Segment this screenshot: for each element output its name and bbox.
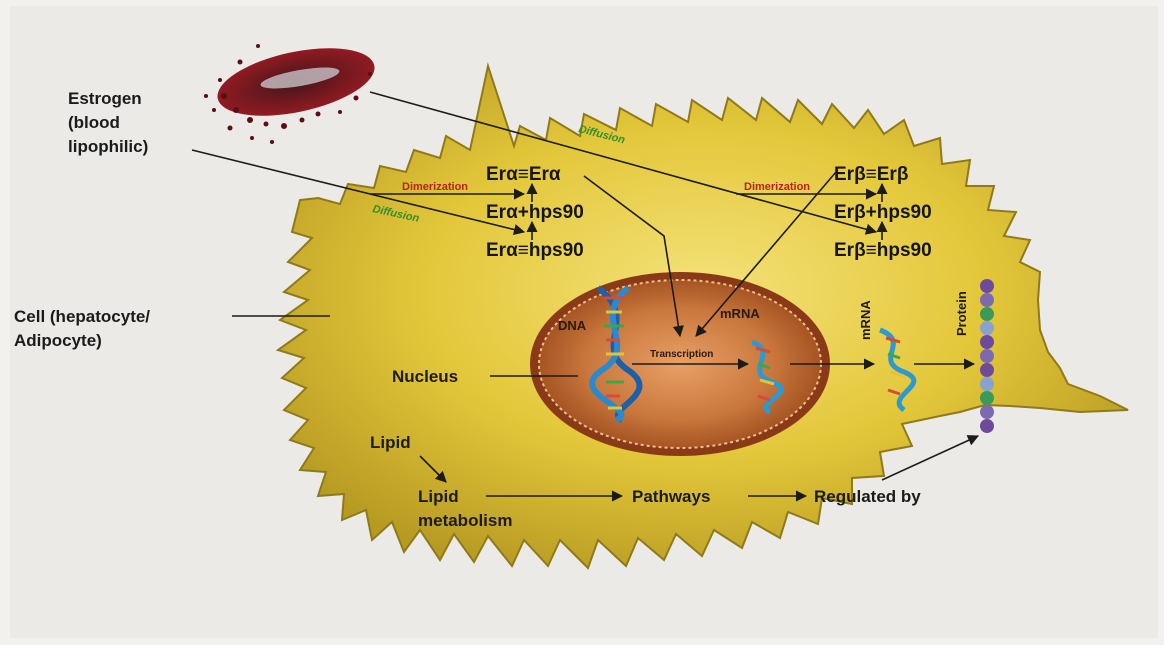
protein-chain-icon <box>980 279 994 433</box>
regulated-by-label: Regulated by <box>814 487 921 506</box>
mrna-cytoplasm-label: mRNA <box>858 300 873 340</box>
alpha-dimerization-label: Dimerization <box>402 181 468 193</box>
er-beta-hsp-complex: Erβ+hps90 <box>834 202 932 223</box>
er-alpha-hsp-complex: Erα+hps90 <box>486 202 584 223</box>
lipid-label: Lipid <box>370 433 411 452</box>
dna-label: DNA <box>558 318 587 333</box>
cell-label-line2: Adipocyte) <box>14 331 102 350</box>
estrogen-label-line2: (blood <box>68 113 120 132</box>
er-alpha-bound: Erα≡hps90 <box>486 240 584 261</box>
er-alpha-dimer: Erα≡Erα <box>486 164 561 185</box>
pathways-label: Pathways <box>632 487 710 506</box>
beta-dimerization-label: Dimerization <box>744 181 810 193</box>
estrogen-label-line3: lipophilic) <box>68 137 148 156</box>
er-beta-bound: Erβ≡hps90 <box>834 240 932 261</box>
transcription-label: Transcription <box>650 349 713 360</box>
estrogen-label-line1: Estrogen <box>68 89 142 108</box>
mrna-nucleus-label: mRNA <box>720 306 760 321</box>
cell-label-line1: Cell (hepatocyte/ <box>14 307 150 326</box>
nucleus-label: Nucleus <box>392 367 458 386</box>
protein-label: Protein <box>954 291 969 336</box>
er-beta-dimer: Erβ≡Erβ <box>834 164 908 185</box>
lipid-metabolism-label-line2: metabolism <box>418 511 512 530</box>
lipid-metabolism-label-line1: Lipid <box>418 487 459 506</box>
